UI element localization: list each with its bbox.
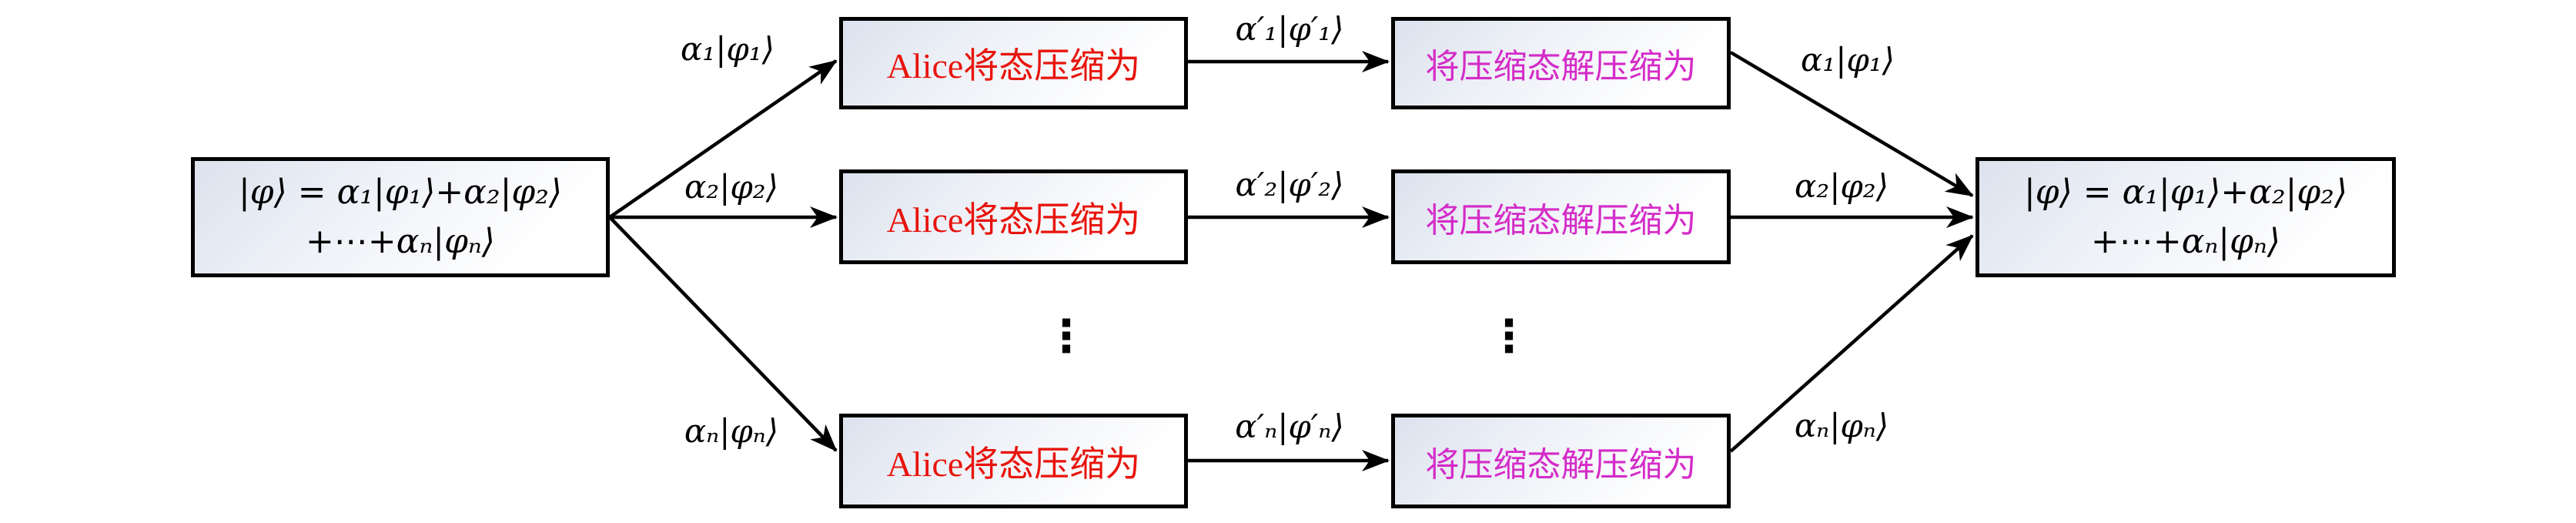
initial-state-formula: |φ⟩ = α₁|φ₁⟩+α₂|φ₂⟩ +⋯+αₙ|φₙ⟩ xyxy=(239,168,562,267)
output-label-row2: α₂|φ₂⟩ xyxy=(1795,167,1889,205)
decompress-box-row3: 将压缩态解压缩为 xyxy=(1391,414,1731,508)
decompress-box-row2-text: 将压缩态解压缩为 xyxy=(1425,201,1697,240)
arrow-branch-to-row1 xyxy=(608,59,838,219)
decompress-box-row1: 将压缩态解压缩为 xyxy=(1391,17,1731,109)
input-label-row2: α₂|φ₂⟩ xyxy=(684,168,778,206)
final-state-formula: |φ⟩ = α₁|φ₁⟩+α₂|φ₂⟩ +⋯+αₙ|φₙ⟩ xyxy=(2024,168,2347,267)
initial-state-formula-line1: |φ⟩ = α₁|φ₁⟩+α₂|φ₂⟩ xyxy=(238,173,563,212)
compressed-label-row3: α′ₙ|φ′ₙ⟩ xyxy=(1235,407,1344,445)
decompress-box-row1-text: 将压缩态解压缩为 xyxy=(1425,48,1697,85)
arrow-row3-to-final xyxy=(1729,234,1974,453)
input-label-row3: αₙ|φₙ⟩ xyxy=(684,412,779,450)
compress-box-row1-text: Alice将态压缩为 xyxy=(886,46,1141,85)
final-state-formula-line1: |φ⟩ = α₁|φ₁⟩+α₂|φ₂⟩ xyxy=(2023,173,2348,212)
compressed-label-row2: α′₂|φ′₂⟩ xyxy=(1235,166,1344,203)
final-state-formula-line2: +⋯+αₙ|φₙ⟩ xyxy=(2091,222,2280,261)
input-label-row1: α₁|φ₁⟩ xyxy=(681,30,774,68)
initial-state-formula-line2: +⋯+αₙ|φₙ⟩ xyxy=(306,222,495,261)
ellipsis-decompress-column: ⋮ xyxy=(1487,310,1531,362)
decompress-box-row3-text: 将压缩态解压缩为 xyxy=(1425,445,1697,484)
compress-box-row3: Alice将态压缩为 xyxy=(839,414,1188,508)
compress-box-row2-text: Alice将态压缩为 xyxy=(886,199,1141,240)
compress-box-row2: Alice将态压缩为 xyxy=(839,169,1188,264)
decompress-box-row2: 将压缩态解压缩为 xyxy=(1391,169,1731,264)
compressed-label-row1: α′₁|φ′₁⟩ xyxy=(1235,10,1344,48)
initial-state-box: |φ⟩ = α₁|φ₁⟩+α₂|φ₂⟩ +⋯+αₙ|φₙ⟩ xyxy=(191,157,610,277)
compress-box-row1: Alice将态压缩为 xyxy=(839,17,1188,109)
final-state-box: |φ⟩ = α₁|φ₁⟩+α₂|φ₂⟩ +⋯+αₙ|φₙ⟩ xyxy=(1975,157,2396,277)
arrow-row1-to-final xyxy=(1729,51,1974,197)
ellipsis-compress-column: ⋮ xyxy=(1044,310,1089,362)
arrow-branch-to-row3 xyxy=(608,216,838,452)
output-label-row1: α₁|φ₁⟩ xyxy=(1801,41,1895,79)
output-label-row3: αₙ|φₙ⟩ xyxy=(1794,407,1889,444)
compress-box-row3-text: Alice将态压缩为 xyxy=(886,444,1141,484)
